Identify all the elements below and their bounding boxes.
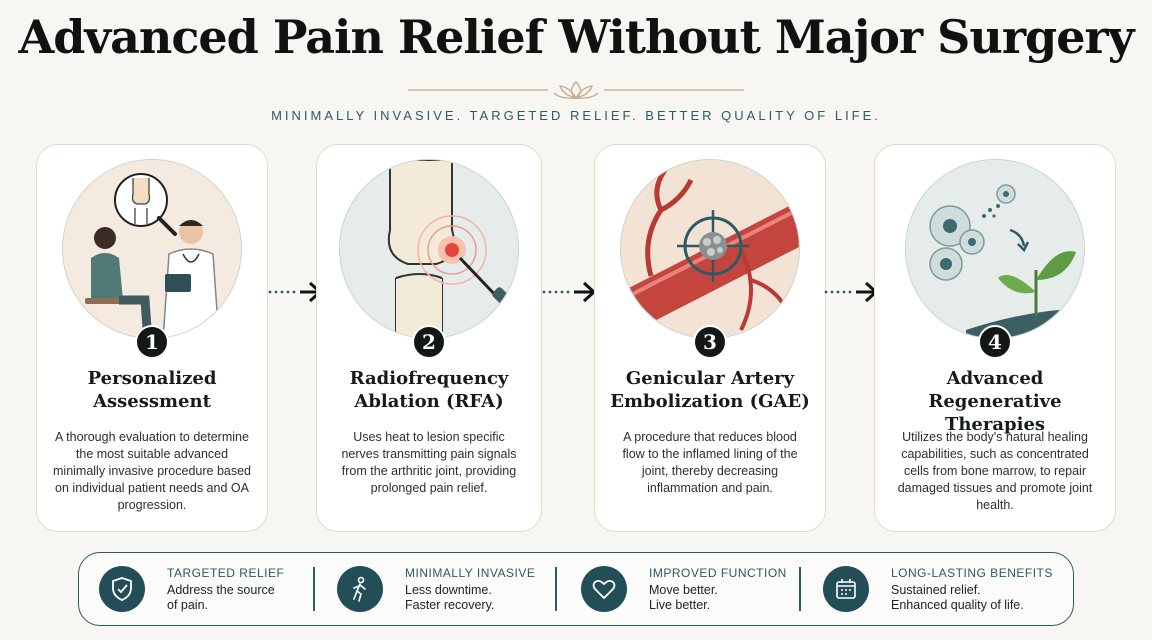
benefit-heading: LONG-LASTING BENEFITS [891,565,1053,580]
benefit-text: Less downtime. [405,582,492,597]
benefit-text: Enhanced quality of life. [891,597,1024,612]
heart-icon [581,566,627,612]
benefit-heading: IMPROVED FUNCTION [649,565,787,580]
step-number-badge: 1 [135,325,169,359]
step-description: A procedure that reduces blood flow to t… [622,430,798,495]
benefit-divider [799,567,801,611]
benefit-minimally-invasive: MINIMALLY INVASIVE Less downtime. Faster… [337,553,535,625]
calendar-icon [823,566,869,612]
step-number-badge: 4 [978,325,1012,359]
step-card-gae: 3 Genicular Artery Embolization (GAE) A … [594,144,826,532]
step-description: Utilizes the body's natural healing capa… [897,430,1093,512]
cells-sprout-icon [905,159,1085,339]
benefit-heading: MINIMALLY INVASIVE [405,565,536,580]
benefit-improved-function: IMPROVED FUNCTION Move better. Live bett… [581,553,787,625]
benefit-divider [313,567,315,611]
walking-person-icon [337,566,383,612]
page-title: Advanced Pain Relief Without Major Surge… [18,10,1135,64]
page-subtitle: MINIMALLY INVASIVE. TARGETED RELIEF. BET… [271,108,881,123]
benefit-text: Faster recovery. [405,597,495,612]
benefit-text: Address the source [167,582,275,597]
lotus-divider [408,81,744,100]
step-title: Advanced Regenerative Therapies [928,368,1062,435]
step-card-assessment: 1 Personalized Assessment A thorough eva… [36,144,268,532]
knee-ablation-probe-icon [339,159,519,339]
benefit-text: of pain. [167,597,209,612]
benefits-bar: TARGETED RELIEF Address the source of pa… [78,552,1074,626]
benefit-text: Sustained relief. [891,582,981,597]
step-card-regenerative: 4 Advanced Regenerative Therapies Utiliz… [874,144,1116,532]
step-number-badge: 2 [412,325,446,359]
arrow-right-icon [824,281,879,303]
step-title: Personalized Assessment [87,368,217,412]
lotus-icon [553,81,599,100]
step-description: Uses heat to lesion specific nerves tran… [341,430,517,495]
artery-target-icon [620,159,800,339]
benefit-heading: TARGETED RELIEF [167,565,285,580]
benefit-text: Live better. [649,597,711,612]
step-number-badge: 3 [693,325,727,359]
benefit-targeted-relief: TARGETED RELIEF Address the source of pa… [99,553,284,625]
doctor-patient-consultation-icon [62,159,242,339]
benefit-long-lasting: LONG-LASTING BENEFITS Sustained relief. … [823,553,1053,625]
shield-check-icon [99,566,145,612]
step-card-rfa: 2 Radiofrequency Ablation (RFA) Uses hea… [316,144,542,532]
benefit-divider [555,567,557,611]
step-title: Genicular Artery Embolization (GAE) [610,368,810,412]
benefit-text: Move better. [649,582,718,597]
step-description: A thorough evaluation to determine the m… [53,430,252,512]
arrow-right-icon [542,281,597,303]
step-title: Radiofrequency Ablation (RFA) [349,368,509,412]
